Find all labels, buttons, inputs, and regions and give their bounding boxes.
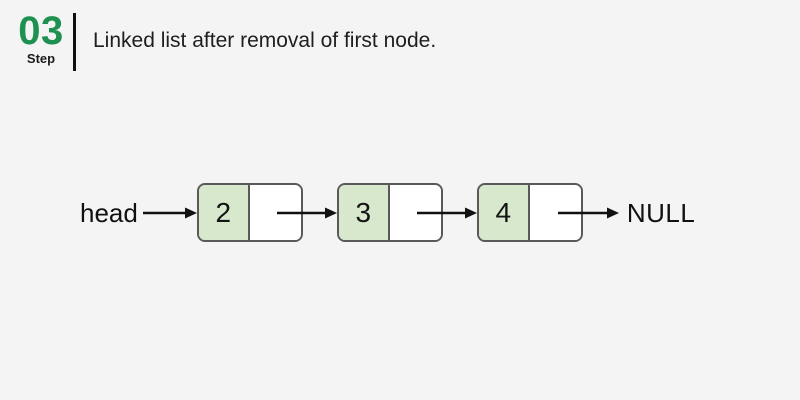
step-label: Step [26,51,56,66]
step-badge: 03 Step [18,9,64,66]
null-arrow-icon [557,207,619,218]
page-title: Linked list after removal of first node. [93,29,437,52]
header-divider [73,13,76,71]
header: 03 Step Linked list after removal of fir… [18,9,437,71]
node-value-cell: 2 [198,185,250,240]
node-value-cell: 4 [478,185,530,240]
step-number: 03 [18,9,64,53]
node-value-cell: 3 [338,185,390,240]
next-pointer-arrow-icon [416,207,477,218]
head-label: head [80,197,138,228]
linked-list-diagram: head 2 3 4 NULL [80,183,695,242]
null-label: NULL [626,197,696,228]
head-arrow-icon [142,207,197,218]
next-pointer-arrow-icon [276,207,337,218]
